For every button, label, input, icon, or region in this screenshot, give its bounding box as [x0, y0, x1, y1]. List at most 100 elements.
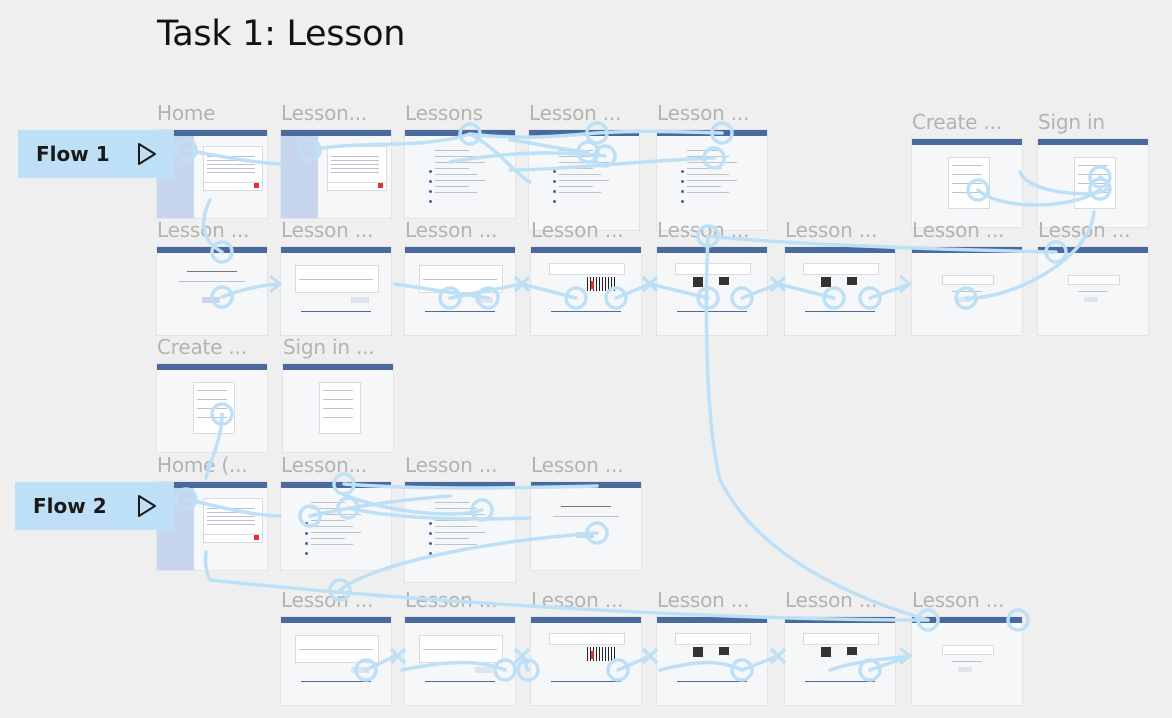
page-title: Task 1: Lesson — [157, 14, 406, 54]
frame-thumbnail-r5-5[interactable] — [785, 617, 895, 705]
hotspot-circle — [210, 240, 234, 264]
connection-wire — [346, 506, 532, 521]
connection-wire — [338, 531, 599, 592]
hotspot-circle — [702, 146, 726, 170]
hotspot-circle — [966, 178, 990, 202]
connection-wire — [508, 138, 590, 154]
hotspot-circle — [332, 472, 356, 496]
connection-cross-icon — [769, 647, 787, 665]
connection-cross-icon — [513, 647, 531, 665]
hotspot-circle — [585, 521, 609, 545]
frame-title: Sign in ... — [283, 335, 375, 359]
frame-title: Lesson ... — [912, 218, 1005, 242]
hotspot-circle — [458, 122, 482, 146]
hotspot-circle — [593, 144, 617, 168]
connection-wire — [1018, 170, 1111, 196]
connection-wire — [964, 210, 1096, 300]
frame-title: Lesson ... — [785, 588, 878, 612]
hotspot-circle — [470, 498, 494, 522]
flow-2-button[interactable]: Flow 2 — [15, 482, 174, 530]
frame-title: Lesson ... — [281, 218, 374, 242]
hotspot-circle — [210, 402, 234, 426]
connection-wire — [868, 282, 912, 300]
frame-title: Home (... — [157, 453, 248, 477]
frame-title: Lesson... — [281, 453, 368, 477]
frame-title: Create ... — [912, 110, 1002, 134]
frame-title: Lesson ... — [912, 588, 1005, 612]
connection-wire — [468, 131, 599, 139]
frame-thumbnail-r5-6[interactable] — [912, 617, 1022, 705]
connection-wire — [201, 198, 224, 254]
frame-title: Create ... — [157, 335, 247, 359]
connection-wire — [220, 282, 282, 299]
hotspot-circle — [1044, 240, 1068, 264]
frame-title: Lesson ... — [657, 101, 750, 125]
connection-wire — [868, 654, 912, 672]
frame-title: Lesson ... — [785, 218, 878, 242]
hotspot-circle — [174, 487, 198, 511]
frame-title: Lesson ... — [531, 453, 624, 477]
connection-cross-icon — [641, 647, 659, 665]
connection-wire — [658, 660, 744, 672]
connection-wire — [595, 129, 724, 135]
connection-wire — [342, 482, 599, 490]
connection-cross-icon — [641, 275, 659, 293]
hotspot-circle — [328, 578, 352, 602]
frame-thumbnail-r3-create[interactable] — [157, 364, 267, 452]
frame-thumbnail-f1-signin[interactable] — [1038, 139, 1148, 227]
frame-thumbnail-r3-signin[interactable] — [283, 364, 393, 452]
frame-title: Lesson ... — [405, 218, 498, 242]
connection-cross-icon — [389, 647, 407, 665]
connection-wire — [203, 550, 930, 622]
connection-wire — [828, 654, 912, 672]
hotspot-circle — [1006, 608, 1030, 632]
frame-title: Lesson ... — [531, 218, 624, 242]
frame-title: Lesson ... — [529, 101, 622, 125]
frame-title: Lesson ... — [405, 453, 498, 477]
hotspot-circle — [696, 286, 720, 310]
hotspot-circle — [1088, 177, 1112, 201]
arrow-head-icon — [899, 274, 912, 294]
flow-2-label: Flow 2 — [33, 494, 107, 518]
hotspot-circle — [354, 658, 378, 682]
hotspot-circle — [858, 658, 882, 682]
frame-title: Lesson... — [281, 101, 368, 125]
play-icon — [138, 143, 156, 165]
connection-wire — [448, 151, 607, 164]
arrow-head-icon — [899, 646, 912, 666]
frame-thumbnail-f1-home[interactable] — [157, 130, 267, 218]
play-icon — [138, 495, 156, 517]
connection-wire — [308, 494, 452, 518]
connection-wire — [400, 660, 507, 672]
hotspot-circle — [606, 658, 630, 682]
hotspot-circle — [438, 286, 462, 310]
connection-wire — [740, 654, 780, 672]
frame-thumbnail-r2-2[interactable] — [281, 247, 391, 335]
frame-title: Lesson ... — [657, 588, 750, 612]
hotspot-circle — [585, 121, 609, 145]
hotspot-circle — [174, 138, 198, 162]
hotspot-circle — [564, 286, 588, 310]
hotspot-circle — [576, 140, 600, 164]
frame-thumbnail-f2-lesson-a[interactable] — [281, 482, 391, 570]
hotspot-circle — [730, 286, 754, 310]
hotspot-circle — [858, 286, 882, 310]
hotspot-circle — [476, 286, 500, 310]
connection-wire — [204, 412, 224, 480]
hotspot-circle — [822, 286, 846, 310]
hotspot-circle — [730, 658, 754, 682]
flow-1-button[interactable]: Flow 1 — [18, 130, 174, 178]
arrow-head-icon — [269, 274, 282, 294]
frame-title: Sign in — [1038, 110, 1105, 134]
connection-wire — [184, 148, 282, 166]
hotspot-circle — [916, 608, 940, 632]
hotspot-circle — [954, 286, 978, 310]
connection-wire — [364, 654, 397, 672]
hotspot-circle — [298, 138, 322, 162]
connection-wire — [706, 234, 1058, 254]
frame-thumbnail-f1-create[interactable] — [912, 139, 1022, 227]
hotspot-circle — [710, 121, 734, 145]
frame-title: Lessons — [405, 101, 483, 125]
connection-wire — [704, 234, 930, 622]
